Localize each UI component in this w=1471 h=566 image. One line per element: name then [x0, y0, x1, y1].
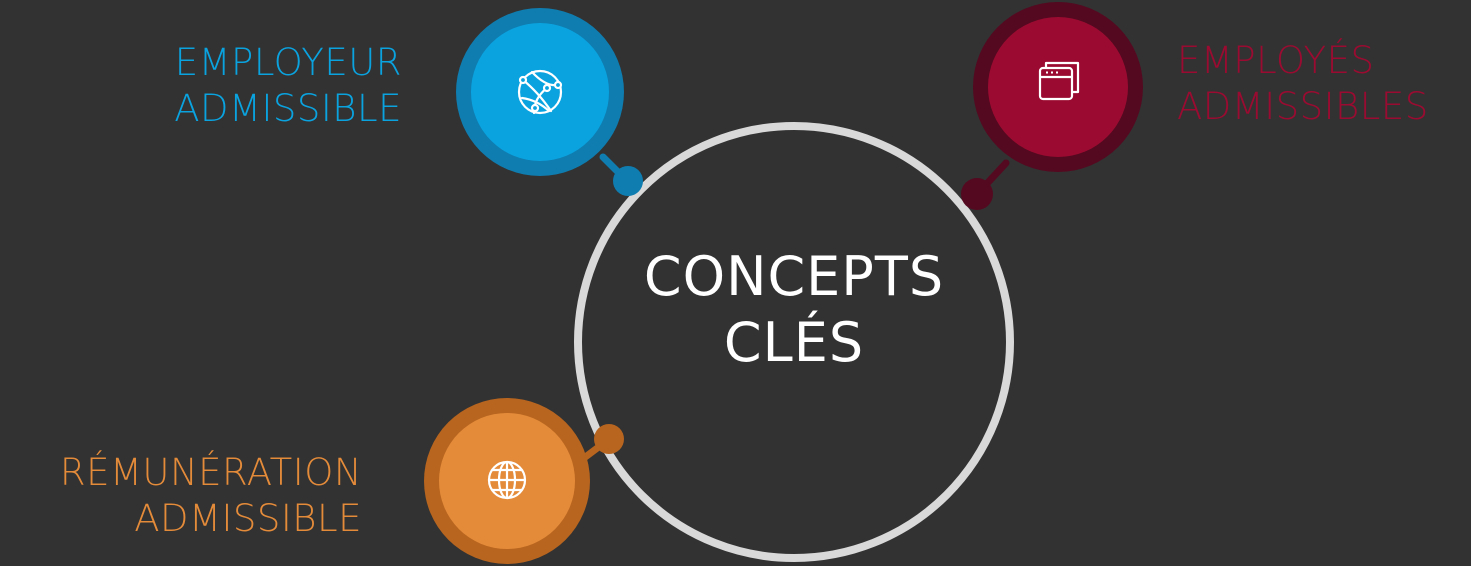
center-title-line1: CONCEPTS — [643, 245, 945, 308]
employees-label-line2: ADMISSIBLES — [1177, 85, 1429, 128]
network-globe-icon — [517, 69, 563, 115]
employees-label: EMPLOYÉS ADMISSIBLES — [1177, 38, 1429, 130]
center-title: CONCEPTS CLÉS — [578, 244, 1010, 376]
employer-label-line2: ADMISSIBLE — [174, 87, 402, 130]
globe-icon — [487, 460, 527, 500]
employer-label-line1: EMPLOYEUR — [174, 41, 402, 84]
remuneration-connector-dot — [594, 424, 624, 454]
center-ring — [574, 122, 1014, 562]
remuneration-node — [424, 398, 590, 564]
employer-node — [456, 8, 624, 176]
browser-windows-icon — [1038, 61, 1080, 101]
remuneration-label: RÉMUNÉRATION ADMISSIBLE — [60, 450, 362, 542]
employer-connector-dot — [613, 166, 643, 196]
remuneration-label-line1: RÉMUNÉRATION — [59, 451, 362, 494]
center-title-line2: CLÉS — [723, 311, 865, 374]
employees-connector-dot — [961, 178, 993, 210]
employees-label-line1: EMPLOYÉS — [1177, 39, 1375, 82]
employees-node — [973, 2, 1143, 172]
employer-label: EMPLOYEUR ADMISSIBLE — [174, 40, 402, 132]
remuneration-label-line2: ADMISSIBLE — [134, 497, 362, 540]
